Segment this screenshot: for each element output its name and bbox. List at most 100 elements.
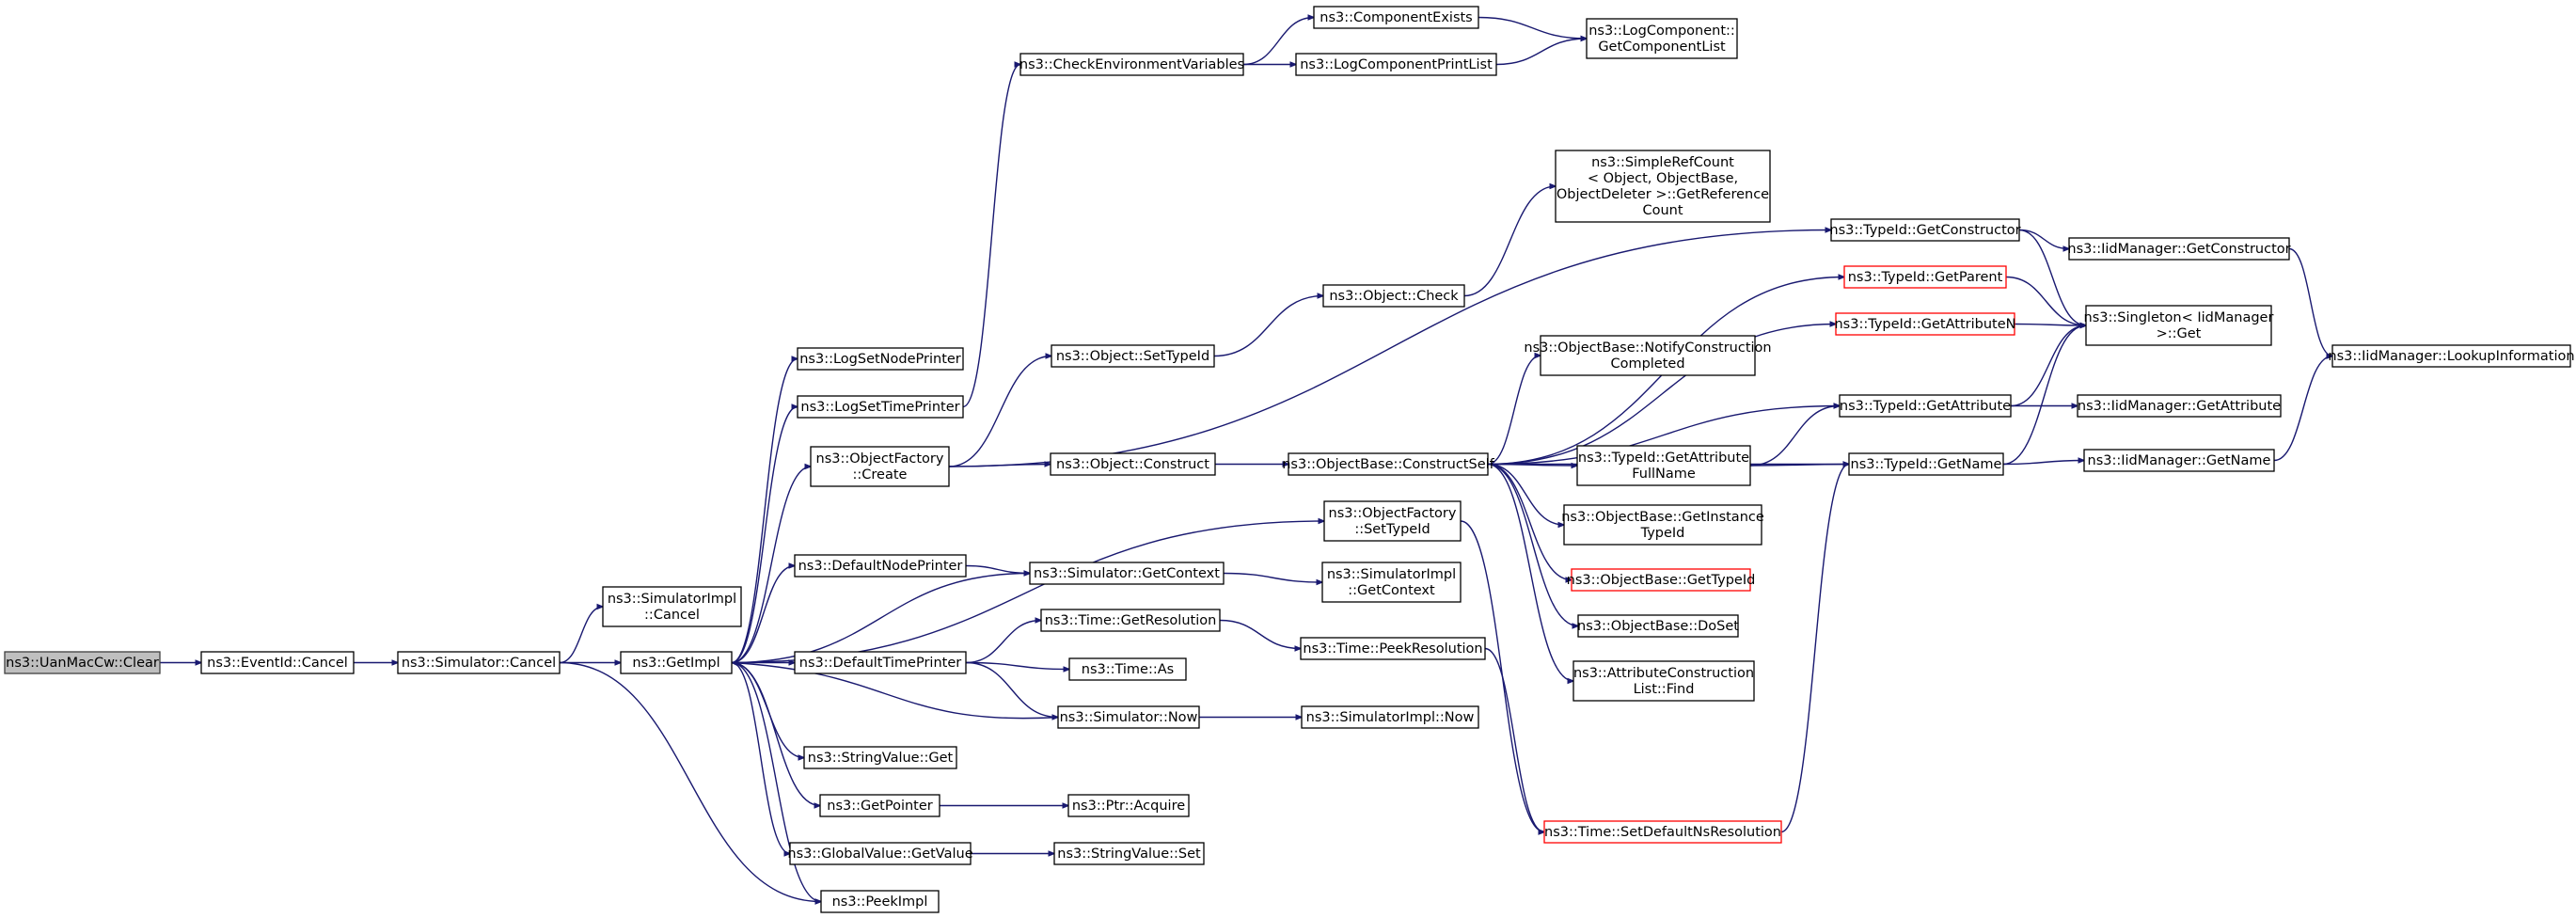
edge-iidmanager-getconstructor-to-iidmanager-lookupinfo: [2288, 247, 2332, 356]
node-typeid-getattributen[interactable]: ns3::TypeId::GetAttributeN: [1834, 312, 2016, 336]
node-objfactory-create[interactable]: ns3::ObjectFactory::Create: [810, 446, 950, 487]
node-checkenv[interactable]: ns3::CheckEnvironmentVariables: [1019, 53, 1244, 76]
edge-objbase-constructself-to-objbase-gettypeid: [1487, 463, 1572, 580]
node-label: ns3::ObjectFactory: [1329, 506, 1457, 521]
edge-typeid-getname-to-iidmanager-getname: [2002, 461, 2084, 466]
node-box: [1322, 284, 1465, 308]
node-clear[interactable]: ns3::UanMacCw::Clear: [4, 651, 161, 674]
node-getimpl[interactable]: ns3::GetImpl: [620, 651, 733, 674]
node-componentexists[interactable]: ns3::ComponentExists: [1313, 6, 1479, 29]
node-box: [2068, 237, 2290, 261]
node-box: [794, 651, 967, 674]
edge-objfactory-create-to-object-construct: [948, 465, 1051, 467]
node-typeid-getconstructor[interactable]: ns3::TypeId::GetConstructor: [1829, 218, 2021, 242]
node-label: ns3::Object::Check: [1329, 289, 1459, 304]
node-stringvalue-get[interactable]: ns3::StringValue::Get: [803, 746, 957, 769]
edge-typeid-getattrfullname-to-typeid-getattribute: [1749, 406, 1840, 467]
node-logcomponentprintlist[interactable]: ns3::LogComponentPrintList: [1295, 53, 1497, 76]
node-box: [1068, 657, 1187, 681]
node-box: [1050, 452, 1216, 476]
node-label: < Object, ObjectBase,: [1588, 171, 1738, 186]
node-label: ns3::SimpleRefCount: [1591, 155, 1734, 170]
node-iidmanager-getattribute[interactable]: ns3::IidManager::GetAttribute: [2077, 394, 2282, 418]
node-label: ns3::ObjectBase::ConstructSelf: [1282, 457, 1494, 472]
node-objbase-constructself[interactable]: ns3::ObjectBase::ConstructSelf: [1282, 452, 1495, 476]
node-box: [1321, 562, 1462, 603]
node-objbase-doset[interactable]: ns3::ObjectBase::DoSet: [1577, 614, 1739, 638]
node-sim-getcontext[interactable]: ns3::Simulator::GetContext: [1029, 562, 1225, 585]
node-label: ns3::PeekImpl: [832, 894, 928, 910]
node-label: Count: [1642, 203, 1683, 218]
node-label: ns3::StringValue::Set: [1057, 847, 1201, 862]
node-typeid-getattribute[interactable]: ns3::TypeId::GetAttribute: [1839, 394, 2012, 418]
node-box: [2085, 305, 2272, 346]
node-time-peekresolution[interactable]: ns3::Time::PeekResolution: [1300, 637, 1486, 660]
node-time-getresolution[interactable]: ns3::Time::GetResolution: [1040, 609, 1221, 632]
node-box: [1019, 53, 1244, 76]
node-eventid-cancel[interactable]: ns3::EventId::Cancel: [200, 651, 355, 674]
node-globalvalue-getvalue[interactable]: ns3::GlobalValue::GetValue: [787, 842, 973, 865]
node-box: [810, 446, 950, 487]
node-stringvalue-set[interactable]: ns3::StringValue::Set: [1053, 842, 1205, 865]
edge-typeid-getattrfullname-to-typeid-getname: [1749, 465, 1849, 467]
edge-defaultnodeprinter-to-sim-getcontext: [965, 564, 1030, 574]
edge-componentexists-to-logcomponent-getlist: [1478, 16, 1587, 40]
node-object-settypeid[interactable]: ns3::Object::SetTypeId: [1051, 344, 1215, 368]
node-simimpl-now[interactable]: ns3::SimulatorImpl::Now: [1301, 705, 1479, 729]
node-time-setdefaultns[interactable]: ns3::Time::SetDefaultNsResolution: [1543, 820, 1782, 844]
node-sim-cancel[interactable]: ns3::Simulator::Cancel: [397, 651, 561, 674]
node-iidmanager-lookupinfo[interactable]: ns3::IidManager::LookupInformation: [2328, 344, 2575, 368]
node-label: ns3::Ptr::Acquire: [1072, 799, 1185, 814]
node-time-as[interactable]: ns3::Time::As: [1068, 657, 1187, 681]
node-object-construct[interactable]: ns3::Object::Construct: [1050, 452, 1216, 476]
node-ptr-acquire[interactable]: ns3::Ptr::Acquire: [1067, 794, 1190, 817]
node-objbase-notify[interactable]: ns3::ObjectBase::NotifyConstructionCompl…: [1524, 335, 1772, 376]
node-label: ns3::LogSetTimePrinter: [800, 400, 959, 415]
node-label: ns3::Object::Construct: [1056, 457, 1209, 472]
edge-objbase-constructself-to-objbase-notify: [1487, 356, 1541, 466]
node-getpointer[interactable]: ns3::GetPointer: [819, 794, 940, 817]
node-peekimpl[interactable]: ns3::PeekImpl: [820, 890, 940, 913]
node-logtimeprinter[interactable]: ns3::LogSetTimePrinter: [797, 395, 964, 419]
node-label: ns3::GetPointer: [827, 799, 933, 814]
node-label: ns3::IidManager::GetConstructor: [2067, 242, 2290, 257]
edge-logcomponentprintlist-to-logcomponent-getlist: [1495, 39, 1587, 66]
node-label: ns3::DefaultTimePrinter: [799, 656, 961, 671]
edge-time-getresolution-to-time-peekresolution: [1219, 619, 1301, 649]
node-box: [397, 651, 561, 674]
node-box: [1301, 705, 1479, 729]
node-objbase-gettypeid[interactable]: ns3::ObjectBase::GetTypeId: [1567, 568, 1756, 592]
node-simimpl-cancel[interactable]: ns3::SimulatorImpl::Cancel: [602, 586, 742, 627]
node-box: [1586, 18, 1738, 59]
node-label: ns3::Time::GetResolution: [1045, 613, 1217, 628]
node-simplerefcount[interactable]: ns3::SimpleRefCount< Object, ObjectBase,…: [1555, 150, 1771, 223]
node-objfactory-settypeid[interactable]: ns3::ObjectFactory::SetTypeId: [1323, 500, 1462, 542]
node-lognodeprinter[interactable]: ns3::LogSetNodePrinter: [797, 347, 964, 371]
node-defaulttimeprinter[interactable]: ns3::DefaultTimePrinter: [794, 651, 967, 674]
node-label: GetComponentList: [1598, 40, 1726, 55]
node-iidmanager-getconstructor[interactable]: ns3::IidManager::GetConstructor: [2067, 237, 2291, 261]
node-box: [789, 842, 972, 865]
node-typeid-getname[interactable]: ns3::TypeId::GetName: [1848, 452, 2004, 476]
node-label: ns3::AttributeConstruction: [1573, 666, 1754, 681]
edge-objbase-constructself-to-typeid-getattribute: [1487, 406, 1840, 466]
node-iidmanager-getname[interactable]: ns3::IidManager::GetName: [2083, 449, 2275, 472]
node-simimpl-getcontext[interactable]: ns3::SimulatorImpl::GetContext: [1321, 562, 1462, 603]
node-typeid-getparent[interactable]: ns3::TypeId::GetParent: [1843, 265, 2007, 289]
node-box: [1839, 394, 2012, 418]
node-logcomponent-getlist[interactable]: ns3::LogComponent::GetComponentList: [1586, 18, 1738, 59]
node-label: ns3::ComponentExists: [1320, 10, 1473, 25]
node-box: [1053, 842, 1205, 865]
node-label: ns3::Time::As: [1082, 662, 1174, 677]
node-box: [1040, 609, 1221, 632]
node-defaultnodeprinter[interactable]: ns3::DefaultNodePrinter: [794, 554, 967, 578]
node-box: [797, 395, 964, 419]
node-label: >::Get: [2157, 326, 2202, 341]
node-singleton-get[interactable]: ns3::Singleton< IidManager>::Get: [2084, 305, 2274, 346]
node-object-check[interactable]: ns3::Object::Check: [1322, 284, 1465, 308]
node-sim-now[interactable]: ns3::Simulator::Now: [1057, 705, 1200, 729]
node-label: ns3::Time::PeekResolution: [1303, 641, 1482, 657]
